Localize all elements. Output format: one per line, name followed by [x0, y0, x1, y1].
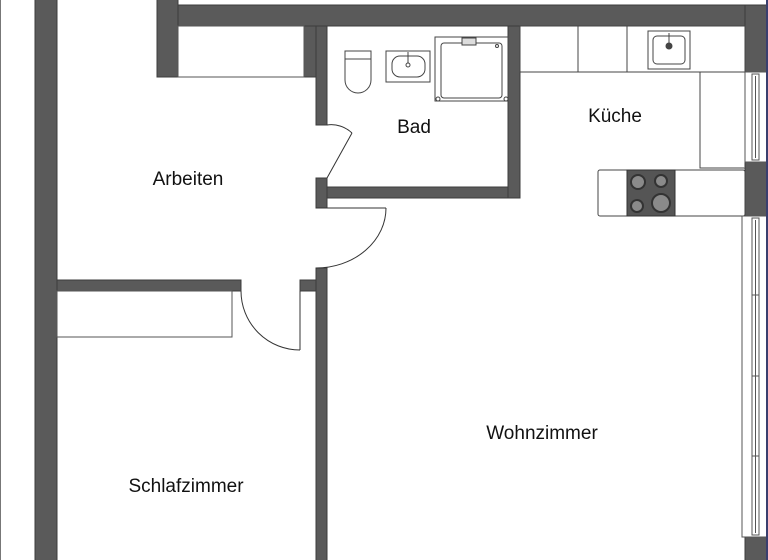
- door-schlafzimmer[interactable]: [240, 290, 301, 351]
- wall-bad-bottom: [326, 186, 521, 199]
- room-label-arbeiten: Arbeiten: [152, 169, 224, 190]
- room-label-wohnzimmer: Wohnzimmer: [486, 423, 598, 444]
- wall-top-outer: [156, 4, 768, 27]
- room-label-schlafzimmer: Schlafzimmer: [128, 476, 244, 497]
- kitchen-counter-icon: [519, 25, 746, 73]
- bad-fixtures: [344, 36, 509, 102]
- wall-right-top: [744, 4, 768, 73]
- wall-arbeiten-schlafzimmer: [56, 279, 242, 292]
- stove-icon: [626, 169, 676, 217]
- door-arbeiten[interactable]: [315, 207, 387, 269]
- washbasin-icon: [385, 50, 431, 83]
- walls: [34, 0, 768, 560]
- wall-stub-door: [299, 279, 317, 292]
- closet-niche: [177, 25, 305, 78]
- wall-bad-left-lower: [315, 177, 328, 209]
- wall-right-mid: [744, 161, 768, 217]
- image-frame-left: [0, 0, 1, 560]
- wall-bad-right: [507, 25, 521, 199]
- door-bad[interactable]: [326, 124, 353, 179]
- wall-notch-left: [156, 0, 179, 78]
- window-wohnzimmer: [741, 215, 768, 538]
- wall-right-bottom: [744, 536, 768, 560]
- doors: [240, 124, 387, 351]
- wardrobe-icon: [56, 290, 233, 338]
- wall-bad-left-upper: [315, 25, 328, 126]
- kitchen-sink-icon: [647, 30, 691, 70]
- wall-closet-right: [303, 25, 317, 78]
- room-label-bad: Bad: [397, 117, 431, 138]
- window-kueche: [744, 71, 768, 163]
- toilet-icon: [344, 50, 372, 94]
- windows: [741, 71, 768, 538]
- room-label-kueche: Küche: [588, 106, 642, 127]
- shower-tray-icon: [434, 36, 509, 102]
- kitchen: [519, 25, 746, 217]
- wall-wohnzimmer-left: [315, 267, 328, 560]
- wall-left-outer: [34, 0, 58, 560]
- image-frame-right: [766, 0, 768, 560]
